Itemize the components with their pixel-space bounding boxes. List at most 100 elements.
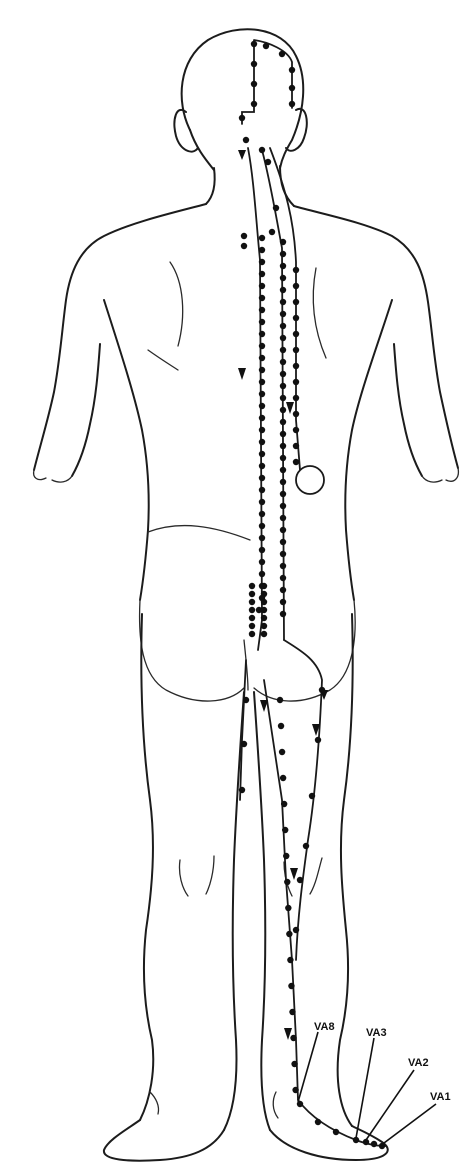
acupoint-dot (261, 631, 267, 637)
acupoint-dot (259, 235, 265, 241)
acupoint-dot (259, 523, 265, 529)
acupoint-dot (280, 539, 286, 545)
acupoint-dot (243, 137, 249, 143)
left-foot (104, 1120, 224, 1161)
acupoint-dot (280, 575, 286, 581)
acupoint-dot (251, 41, 257, 47)
arrow-down-knee (290, 868, 298, 880)
acupoint-dot (259, 547, 265, 553)
head-outline (182, 29, 304, 168)
acupoint-dot (293, 363, 299, 369)
acupoint-dot (293, 927, 299, 933)
left-ankle (150, 1092, 159, 1114)
right-leg-outer (338, 614, 353, 1126)
acupoint-dot (259, 355, 265, 361)
acupoint-dot (280, 347, 286, 353)
acupoint-dot (293, 411, 299, 417)
left-ear (174, 110, 198, 152)
acupoint-dot (293, 427, 299, 433)
acupoint-dot (315, 1119, 321, 1125)
acupoint-dot (280, 263, 286, 269)
va1-label: VA1 (430, 1091, 451, 1103)
acupoint-dot (280, 503, 286, 509)
left-arm-inner (72, 344, 100, 476)
acupoint-dot (289, 67, 295, 73)
acupoint-dot (249, 623, 255, 629)
acupoint-dot (273, 205, 279, 211)
acupoint-dot (315, 737, 321, 743)
acupoint-dot (249, 591, 255, 597)
va2-leader (366, 1070, 414, 1140)
acupoint-dot (280, 239, 286, 245)
acupoint-dot (251, 81, 257, 87)
acupoint-dot (259, 379, 265, 385)
acupoint-dot (280, 275, 286, 281)
acupoint-dot (259, 403, 265, 409)
acupoint-dot (259, 559, 265, 565)
acupoint-dot (261, 583, 267, 589)
acupoint-dot (289, 101, 295, 107)
right-foot (270, 1126, 388, 1160)
acupoint-dot (293, 283, 299, 289)
acupoint-dot (259, 391, 265, 397)
va3-leader (356, 1038, 374, 1138)
acupoint-dot (251, 101, 257, 107)
acupoint-dot (280, 467, 286, 473)
acupoint-dot (297, 877, 303, 883)
acupoint-dot (280, 335, 286, 341)
acupoint-dot (277, 697, 283, 703)
acupoint-dot (239, 787, 245, 793)
acupoint-dot (259, 427, 265, 433)
acupoint-dot (261, 615, 267, 621)
acupoint-dot (243, 697, 249, 703)
right-leg-inner (254, 692, 270, 1130)
acupoint-dot (289, 1009, 295, 1015)
acupoint-dot (269, 229, 275, 235)
acupoint-dot (259, 247, 265, 253)
acupoint-dot (292, 1087, 298, 1093)
acupoint-dot (280, 551, 286, 557)
acupoint-dot (280, 299, 286, 305)
acupoint-dot (261, 607, 267, 613)
acupoint-dot (278, 723, 284, 729)
acupoint-dot (288, 983, 294, 989)
head-back-left (190, 130, 214, 170)
acupoint-dot (280, 515, 286, 521)
neck-left (206, 168, 215, 204)
arrow-down-head (238, 150, 246, 160)
acupoint-dot (259, 439, 265, 445)
waist-circle (296, 466, 324, 494)
acupoint-dot (259, 367, 265, 373)
acupoint-dot (293, 267, 299, 273)
waist-line (148, 526, 250, 540)
acupoint-dot (241, 741, 247, 747)
acupoint-dot (280, 443, 286, 449)
right-arm-inner (394, 344, 422, 476)
acupoint-dot (259, 487, 265, 493)
acupoint-dot (293, 315, 299, 321)
acupoint-dot (261, 623, 267, 629)
va8-leader (298, 1032, 318, 1102)
acupoint-dot (282, 827, 288, 833)
acupoint-dot (280, 479, 286, 485)
right-scapula (313, 268, 326, 358)
acupoint-dot (287, 957, 293, 963)
acupoint-dot (259, 535, 265, 541)
acupoint-dot (259, 271, 265, 277)
left-leg-outer (140, 614, 153, 1120)
acupoint-dot (280, 431, 286, 437)
right-buttock (254, 600, 355, 701)
acupoint-dot (259, 475, 265, 481)
acupoint-dot (279, 51, 285, 57)
acupoint-dot (259, 571, 265, 577)
arrow-down-hip (260, 700, 268, 712)
acupoint-dot (241, 233, 247, 239)
acupoint-dot (280, 311, 286, 317)
acupoint-dot (280, 599, 286, 605)
acupoint-dot (280, 775, 286, 781)
acupoint-dot (280, 491, 286, 497)
acupoint-dot (293, 347, 299, 353)
acupoint-dot (259, 343, 265, 349)
acupoint-dot (249, 631, 255, 637)
acupoint-dot (259, 319, 265, 325)
